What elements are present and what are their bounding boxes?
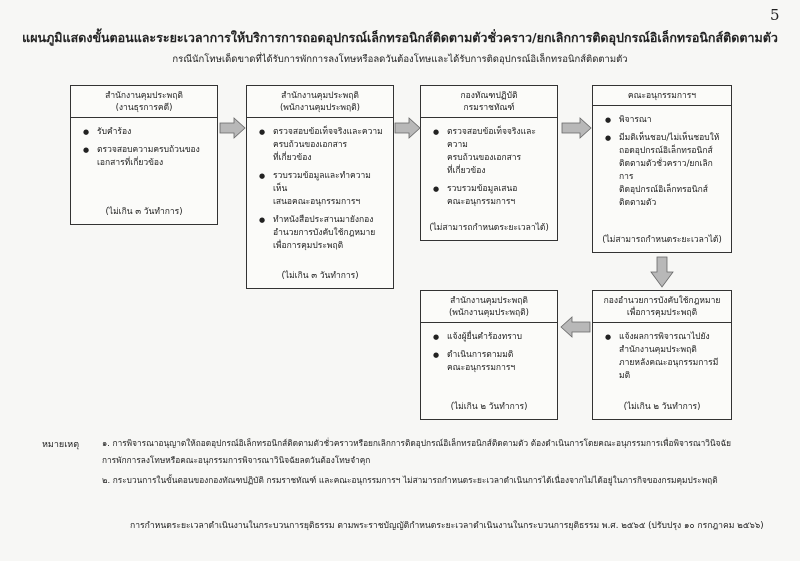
page-number: 5 [770, 6, 780, 24]
box-item-line: สำนักงานคุมประพฤติ [619, 345, 697, 355]
box-item-list: พิจารณามีมติเห็นชอบ/ไม่เห็นชอบให้ถอดอุปก… [593, 106, 731, 210]
box-heading: กองอำนวยการบังคับใช้กฎหมายเพื่อการคุมประ… [593, 291, 731, 323]
box-list-item: แจ้งผู้ยื่นคำร้องทราบ [433, 331, 549, 344]
footer-reference: การกำหนดระยะเวลาดำเนินงานในกระบวนการยุติ… [130, 521, 764, 531]
right-arrow-icon [394, 117, 421, 139]
box-list-item: พิจารณา [605, 114, 723, 127]
box-duration: (ไม่เกิน ๓ วันทำการ) [105, 207, 183, 217]
box-item-line: ติดอุปกรณ์อิเล็กทรอนิกส์ [619, 185, 708, 195]
box-duration: (ไม่สามารถกำหนดระยะเวลาได้) [429, 223, 549, 233]
box-heading-line: สำนักงานคุมประพฤติ [281, 91, 359, 101]
box-heading-line: คณะอนุกรรมการฯ [627, 91, 697, 101]
box-duration: (ไม่เกิน ๒ วันทำการ) [623, 402, 701, 412]
box-list-item: รวบรวมข้อมูลและทำความเห็นเสนอคณะอนุกรรมก… [259, 170, 385, 209]
box-item-line: อำนวยการบังคับใช้กฎหมาย [273, 228, 376, 238]
page-title: แผนภูมิแสดงขั้นตอนและระยะเวลาการให้บริกา… [22, 30, 778, 45]
box-duration: (ไม่เกิน ๒ วันทำการ) [450, 402, 528, 412]
box-item-line: ติดตามตัวชั่วคราว/ยกเลิกการ [619, 159, 713, 182]
box-heading: สำนักงานคุมประพฤติ (พนักงานคุมประพฤติ) [247, 86, 393, 118]
box-item-line: ที่เกี่ยวข้อง [447, 166, 486, 176]
box-heading-line: กองทัณฑปฏิบัติ [460, 91, 518, 101]
box-item-line: เพื่อการคุมประพฤติ [273, 241, 344, 251]
box-item-line: คณะอนุกรรมการฯ [447, 363, 516, 373]
box-item-line: เอกสารที่เกี่ยวข้อง [97, 158, 164, 168]
box-item-line: แจ้งผู้ยื่นคำร้องทราบ [447, 332, 522, 342]
box-list-item: ดำเนินการตามมติคณะอนุกรรมการฯ [433, 349, 549, 375]
box-item-line: ตรวจสอบความครบถ้วนของ [97, 145, 200, 155]
box-item-line: พิจารณา [619, 115, 652, 125]
step-box: กองทัณฑปฏิบัติกรมราชทัณฑ์ตรวจสอบข้อเท็จจ… [420, 85, 558, 241]
box-item-line: คณะอนุกรรมการฯ [447, 197, 516, 207]
box-item-list: รับคำร้องตรวจสอบความครบถ้วนของเอกสารที่เ… [71, 118, 217, 170]
step-box: คณะอนุกรรมการฯพิจารณามีมติเห็นชอบ/ไม่เห็… [592, 85, 732, 253]
box-item-line: ถอดอุปกรณ์อิเล็กทรอนิกส์ [619, 146, 713, 156]
box-item-line: แจ้งผลการพิจารณาไปยัง [619, 332, 710, 342]
box-item-line: ครบถ้วนของเอกสาร [273, 140, 348, 150]
box-item-list: ตรวจสอบข้อเท็จจริงและความครบถ้วนของเอกสา… [421, 118, 557, 209]
note-2-line-1: ๒. กระบวนการในขั้นตอนของกองทัณฑปฏิบัติ ก… [102, 475, 718, 485]
step-box: สำนักงานคุมประพฤติ (พนักงานคุมประพฤติ) ตรว… [246, 85, 394, 289]
right-arrow-icon [219, 117, 246, 139]
page-subtitle: กรณีนักโทษเด็ดขาดที่ได้รับการพักการลงโทษ… [172, 54, 628, 65]
box-item-line: ดำเนินการตามมติ [447, 350, 514, 360]
box-heading-line: (พนักงานคุมประพฤติ) [448, 308, 529, 318]
box-item-line: ทำหนังสือประสานมายังกอง [273, 215, 374, 225]
box-item-line: เสนอคณะอนุกรรมการฯ [273, 197, 361, 207]
box-heading-line: กรมราชทัณฑ์ [463, 103, 515, 113]
box-item-line: ตรวจสอบข้อเท็จจริงและความ [447, 127, 536, 150]
note-1-line-1: ๑. การพิจารณาอนุญาตให้ถอดอุปกรณ์อิเล็กทร… [102, 438, 731, 448]
box-item-line: มีมติเห็นชอบ/ไม่เห็นชอบให้ [619, 133, 720, 143]
box-list-item: มีมติเห็นชอบ/ไม่เห็นชอบให้ถอดอุปกรณ์อิเล… [605, 132, 723, 210]
left-arrow-icon [560, 316, 591, 338]
box-heading-line: (พนักงานคุมประพฤติ) [279, 103, 360, 113]
box-item-line: รวบรวมข้อมูลและทำความเห็น [273, 171, 371, 194]
step-box: สำนักงานคุมประพฤติ (งานธุรการคดี) รับคำร้อ… [70, 85, 218, 225]
box-item-line: ที่เกี่ยวข้อง [273, 153, 312, 163]
box-item-line: รับคำร้อง [97, 127, 132, 137]
box-item-line: ภายหลังคณะอนุกรรมการมีมติ [619, 358, 719, 381]
box-list-item: ตรวจสอบข้อเท็จจริงและความครบถ้วนของเอกสา… [433, 126, 549, 178]
box-list-item: แจ้งผลการพิจารณาไปยังสำนักงานคุมประพฤติภ… [605, 331, 723, 383]
box-duration: (ไม่เกิน ๓ วันทำการ) [281, 271, 359, 281]
box-item-line: ครบถ้วนของเอกสาร [447, 153, 522, 163]
box-item-line: รวบรวมข้อมูลเสนอ [447, 184, 518, 194]
box-item-line: ติดตามตัว [619, 198, 657, 208]
box-item-list: ตรวจสอบข้อเท็จจริงและความครบถ้วนของเอกสา… [247, 118, 393, 253]
notes-label: หมายเหตุ [42, 440, 80, 450]
box-duration: (ไม่สามารถกำหนดระยะเวลาได้) [602, 235, 722, 245]
box-heading-line: เพื่อการคุมประพฤติ [626, 308, 698, 318]
box-heading-line: กองอำนวยการบังคับใช้กฎหมาย [603, 296, 721, 306]
box-heading: สำนักงานคุมประพฤติ (งานธุรการคดี) [71, 86, 217, 118]
box-heading-line: สำนักงานคุมประพฤติ [105, 91, 183, 101]
box-heading: สำนักงานคุมประพฤติ (พนักงานคุมประพฤติ) [421, 291, 557, 323]
box-item-list: แจ้งผลการพิจารณาไปยังสำนักงานคุมประพฤติภ… [593, 323, 731, 383]
box-item-line: ตรวจสอบข้อเท็จจริงและความ [273, 127, 383, 137]
down-arrow-icon [650, 256, 674, 288]
box-item-list: แจ้งผู้ยื่นคำร้องทราบดำเนินการตามมติคณะอ… [421, 323, 557, 375]
box-list-item: รับคำร้อง [83, 126, 209, 139]
right-arrow-icon [561, 117, 592, 139]
note-1-line-2: การพักการลงโทษหรือคณะอนุกรรมการพิจารณาวิ… [102, 455, 371, 465]
step-box: สำนักงานคุมประพฤติ (พนักงานคุมประพฤติ) แจ้… [420, 290, 558, 420]
box-heading-line: สำนักงานคุมประพฤติ [450, 296, 528, 306]
box-list-item: ทำหนังสือประสานมายังกองอำนวยการบังคับใช้… [259, 214, 385, 253]
box-heading: กองทัณฑปฏิบัติกรมราชทัณฑ์ [421, 86, 557, 118]
box-heading-line: (งานธุรการคดี) [115, 103, 173, 113]
box-heading: คณะอนุกรรมการฯ [593, 86, 731, 106]
box-list-item: ตรวจสอบข้อเท็จจริงและความครบถ้วนของเอกสา… [259, 126, 385, 165]
step-box: กองอำนวยการบังคับใช้กฎหมายเพื่อการคุมประ… [592, 290, 732, 420]
